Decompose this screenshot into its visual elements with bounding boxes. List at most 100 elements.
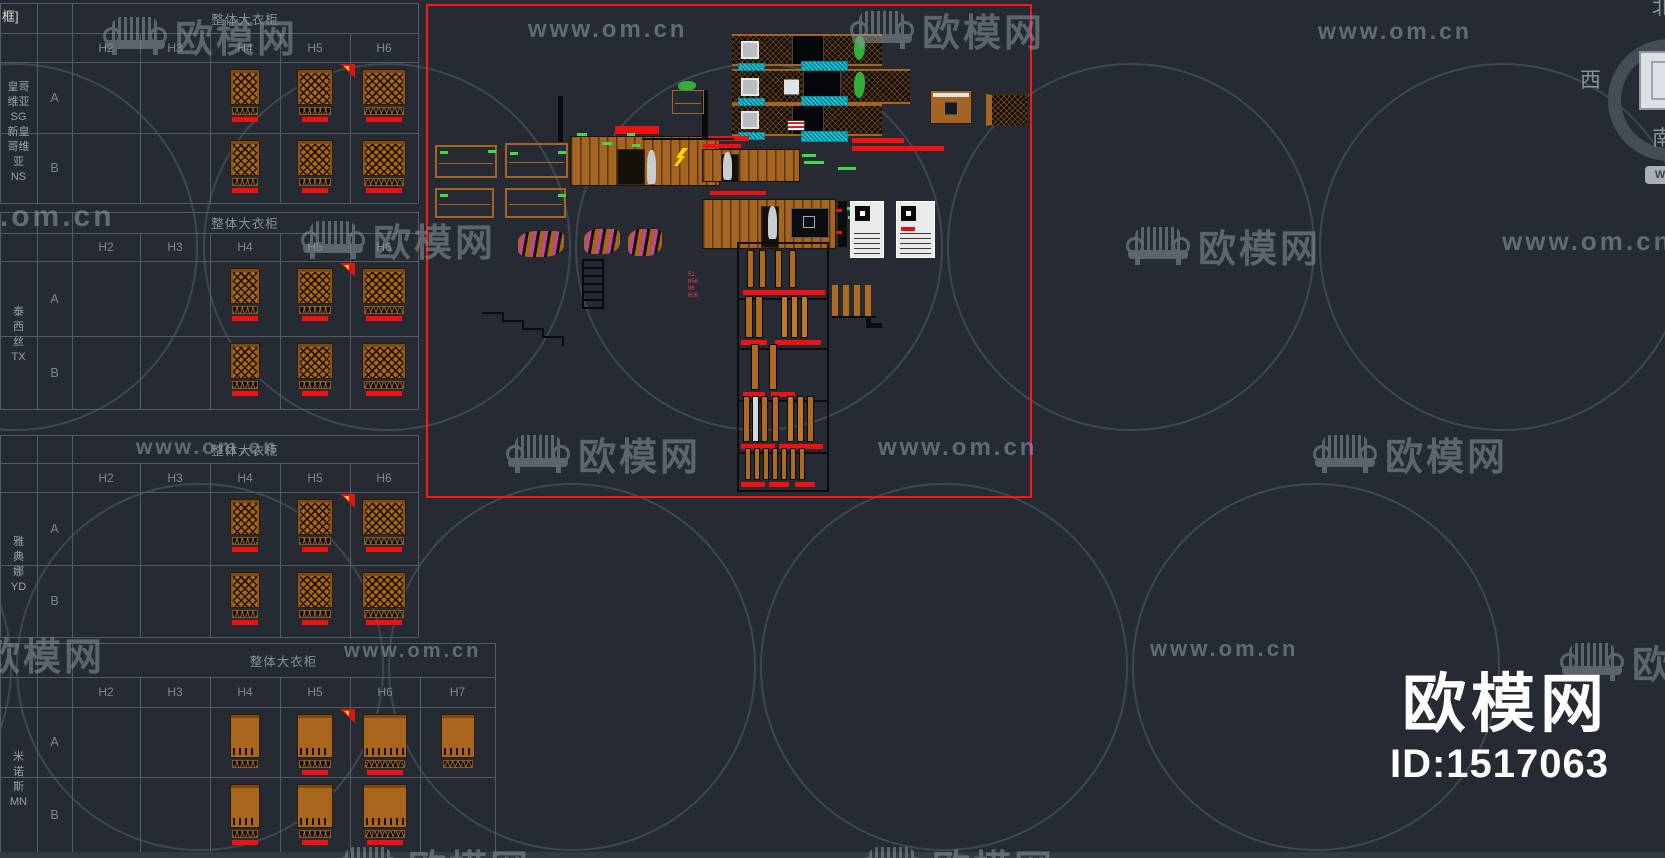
wardrobe-plan	[299, 107, 331, 115]
wardrobe-drawing	[362, 69, 406, 122]
red-flag-marker	[340, 709, 355, 723]
wc-badge: WC	[1645, 166, 1665, 184]
red-dimension-bar	[302, 770, 328, 775]
wardrobe-drawing	[230, 343, 260, 396]
grid-line	[0, 132, 418, 134]
compass-north-label: 北	[1652, 0, 1665, 19]
wardrobe-plan	[299, 178, 331, 186]
cyan-hatch-strip	[738, 98, 765, 106]
series-label-line: 维亚	[7, 96, 30, 108]
wardrobe-elevation	[297, 69, 333, 105]
red-dimension-bar	[366, 188, 402, 193]
green-dimension-tick	[844, 207, 854, 210]
grid-line	[417, 435, 419, 637]
grid-line	[0, 643, 1, 853]
grid-line	[71, 435, 73, 637]
grid-line	[0, 211, 418, 213]
red-selection-box: 51 856 96 608	[426, 4, 1032, 498]
wardrobe-plan	[232, 537, 258, 545]
row-label-A: A	[50, 291, 59, 306]
table-cell-B-H5	[280, 565, 350, 637]
red-annotation-text: 51 856 96 608	[688, 272, 699, 299]
planter-frame-drawing	[672, 90, 704, 114]
wardrobe-elevation	[230, 784, 260, 828]
grid-line	[139, 233, 141, 409]
cabinet-elevation-drawing	[702, 149, 800, 183]
grid-line	[0, 491, 418, 493]
wardrobe-plan	[232, 107, 258, 115]
column-header-H3: H3	[167, 685, 183, 699]
row-label-B: B	[50, 808, 59, 822]
table-title: 整体大衣柜	[211, 217, 279, 231]
column-header-H5: H5	[307, 40, 323, 55]
grid-line	[139, 33, 141, 203]
wardrobe-plan	[365, 760, 405, 768]
column-header-H5: H5	[307, 240, 323, 254]
wardrobe-drawing	[230, 140, 260, 193]
red-dimension-bar	[232, 840, 258, 845]
wardrobe-elevation	[297, 784, 333, 828]
grid-line	[139, 677, 141, 853]
wardrobe-elevation	[362, 268, 406, 304]
red-dimension-bar	[366, 391, 402, 396]
wardrobe-drawing	[297, 784, 333, 845]
series-label-line: 斯	[13, 781, 24, 793]
table-cell-A-H4	[210, 261, 280, 336]
green-dimension-tick	[440, 151, 448, 154]
wardrobe-plan	[232, 178, 258, 186]
wardrobe-drawing	[230, 268, 260, 321]
table-cell-A-H5	[280, 261, 350, 336]
black-baseline	[642, 138, 734, 140]
stair-step-line	[522, 328, 544, 330]
grid-line	[139, 463, 141, 637]
molding-section-drawing	[518, 231, 564, 257]
green-dimension-tick	[838, 167, 856, 170]
column-header-H4: H4	[237, 470, 253, 485]
pillar-posts-drawing	[832, 285, 876, 318]
site-brand-badge: 欧模网 ID:1517063	[1390, 668, 1609, 787]
wardrobe-plan	[299, 537, 331, 545]
wardrobe-drawing	[230, 572, 260, 625]
grid-line	[0, 32, 418, 34]
green-dimension-tick	[804, 161, 824, 164]
grid-line	[0, 776, 495, 778]
wardrobe-drawing	[297, 499, 333, 552]
pillar-section	[739, 396, 827, 454]
ornate-panel-drawing	[732, 104, 882, 136]
wardrobe-elevation	[230, 268, 260, 304]
cyan-hatch-strip	[801, 131, 848, 142]
table-cell-A-H4	[210, 492, 280, 565]
grid-line	[0, 408, 418, 410]
table-cell-B-H4	[210, 336, 280, 409]
grid-line	[417, 3, 419, 203]
plant-drawing	[854, 72, 865, 98]
red-dimension-bar	[232, 391, 258, 396]
cyan-hatch-strip	[738, 63, 765, 71]
grid-line	[0, 335, 418, 337]
wardrobe-drawing	[230, 499, 260, 552]
row-label-A: A	[50, 735, 59, 749]
stair-step-line	[542, 336, 564, 338]
wardrobe-plan	[299, 610, 331, 618]
series-label-line: 雅	[13, 535, 24, 548]
wardrobe-elevation	[362, 499, 406, 535]
stair-step-line	[522, 320, 524, 330]
column-header-H3: H3	[167, 470, 183, 485]
molding-section-drawing	[584, 229, 620, 254]
wardrobe-plan	[364, 107, 404, 115]
grid-line	[0, 435, 1, 637]
wardrobe-elevation	[440, 714, 475, 758]
grid-line	[0, 202, 418, 204]
grid-line	[209, 33, 211, 203]
red-dimension-bar	[302, 391, 328, 396]
wardrobe-drawing	[230, 714, 260, 768]
grid-line	[0, 434, 418, 436]
wardrobe-elevation	[362, 140, 406, 176]
statue-figure-drawing	[723, 152, 732, 180]
molding-section-drawing	[628, 229, 662, 256]
red-dimension-bar	[302, 840, 328, 845]
